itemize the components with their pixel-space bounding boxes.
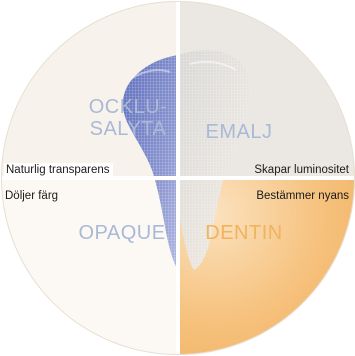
label-dentin: DENTIN xyxy=(204,222,284,244)
property-naturlig-transparens: Naturlig transparens xyxy=(4,163,113,178)
property-bestammer-nyans: Bestämmer nyans xyxy=(256,189,349,204)
label-opaque: OPAQUE xyxy=(72,222,172,244)
label-emalj: EMALJ xyxy=(204,121,274,143)
label-ocklusalyta: OCKLU- SALYTA xyxy=(78,96,178,140)
property-doljer-farg: Döljer färg xyxy=(5,189,58,204)
property-skapar-luminositet: Skapar luminositet xyxy=(254,163,349,178)
opaque-quadrant xyxy=(0,178,178,356)
